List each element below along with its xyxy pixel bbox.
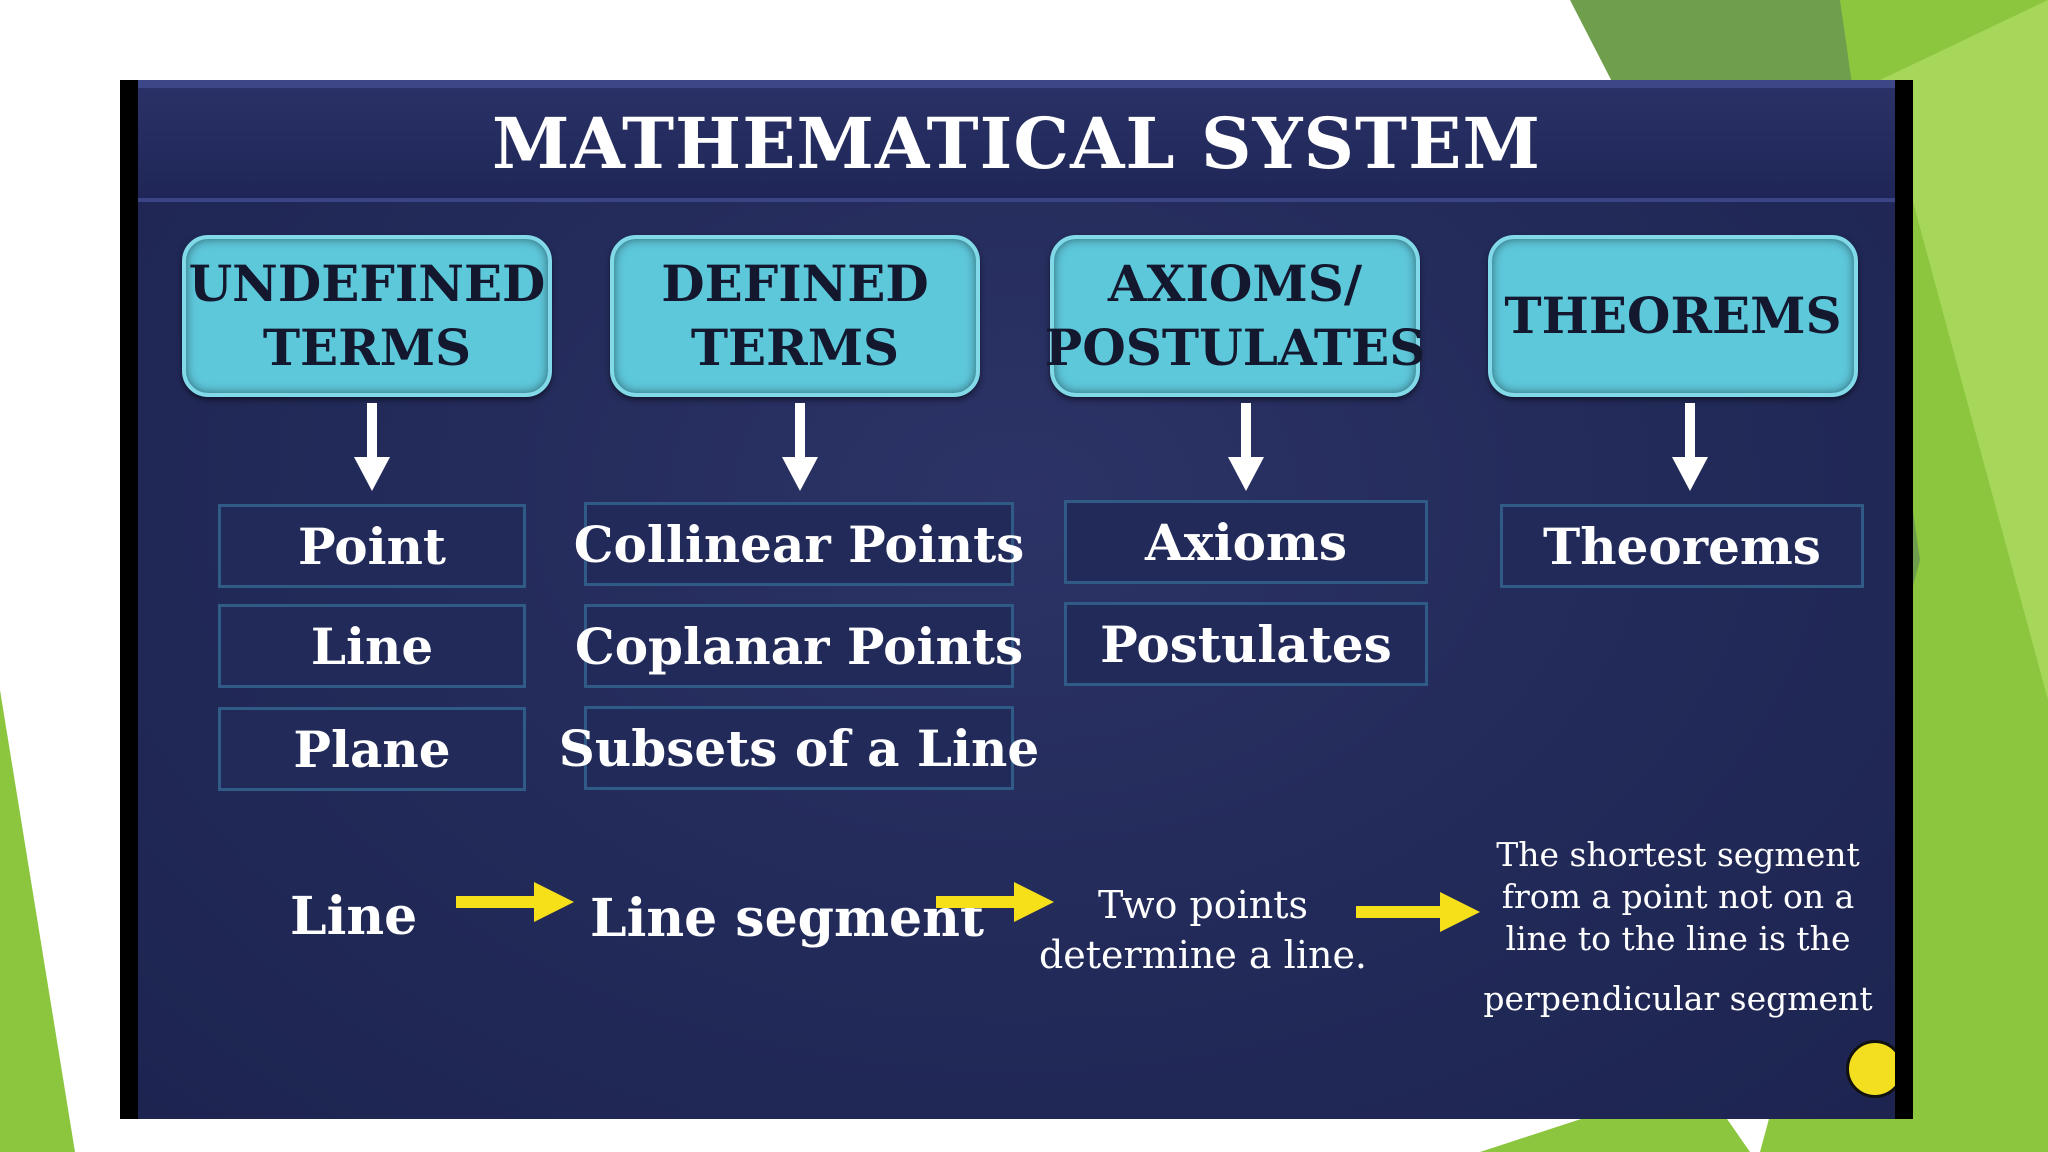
- item-postulates: Postulates: [1064, 602, 1428, 686]
- item-collinear-points: Collinear Points: [574, 502, 1024, 586]
- header-line: TERMS: [690, 318, 900, 377]
- slide-frame: MATHEMATICAL SYSTEM UNDEFINED TERMS DEFI…: [120, 80, 1913, 1119]
- flow-step-perpendicular: The shortest segment from a point not on…: [1478, 834, 1878, 1020]
- header-undefined-terms: UNDEFINED TERMS: [182, 235, 552, 397]
- item-coplanar-points: Coplanar Points: [575, 604, 1023, 688]
- header-line: AXIOMS/: [1107, 254, 1363, 313]
- right-arrow-icon: [456, 882, 574, 922]
- header-theorems: THEOREMS: [1488, 235, 1858, 397]
- header-line: POSTULATES: [1044, 318, 1426, 377]
- flow-step-two-points: Two points determine a line.: [1038, 880, 1368, 980]
- item-theorems: Theorems: [1500, 504, 1864, 588]
- header-axioms-postulates: AXIOMS/ POSTULATES: [1045, 235, 1425, 397]
- down-arrow-icon: [1672, 403, 1708, 491]
- diagram-title: MATHEMATICAL SYSTEM: [492, 101, 1541, 185]
- right-arrow-icon: [936, 882, 1054, 922]
- header-line: DEFINED: [661, 254, 929, 313]
- header-line: TERMS: [262, 318, 472, 377]
- flow-line: Two points: [1097, 883, 1309, 927]
- down-arrow-icon: [782, 403, 818, 491]
- item-plane: Plane: [218, 707, 526, 791]
- channel-logo-icon: [1846, 1040, 1895, 1098]
- flow-line: from a point not on a: [1501, 877, 1855, 916]
- flow-line: line to the line is the: [1505, 919, 1851, 958]
- header-defined-terms: DEFINED TERMS: [610, 235, 980, 397]
- flow-line: perpendicular segment: [1483, 979, 1873, 1018]
- item-subsets-of-a-line: Subsets of a Line: [559, 706, 1039, 790]
- item-point: Point: [218, 504, 526, 588]
- title-bar: MATHEMATICAL SYSTEM: [138, 80, 1895, 202]
- item-axioms: Axioms: [1064, 500, 1428, 584]
- item-line: Line: [218, 604, 526, 688]
- flow-step-line-segment: Line segment: [590, 888, 984, 949]
- flow-line: The shortest segment: [1496, 835, 1860, 874]
- down-arrow-icon: [1228, 403, 1264, 491]
- header-line: UNDEFINED: [188, 254, 546, 313]
- flow-line: determine a line.: [1038, 933, 1368, 977]
- down-arrow-icon: [354, 403, 390, 491]
- right-arrow-icon: [1356, 892, 1480, 932]
- header-line: THEOREMS: [1504, 286, 1842, 345]
- flow-step-line: Line: [290, 886, 418, 947]
